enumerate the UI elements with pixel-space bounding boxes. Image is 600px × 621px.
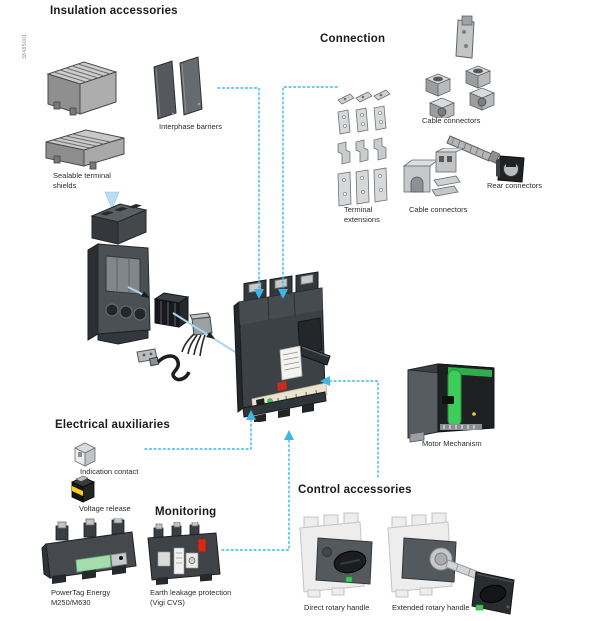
label-motor-mechanism: Motor Mechanism [422, 439, 482, 448]
heading-insulation-accessories: Insulation accessories [50, 5, 178, 17]
terminal-extensions-image [337, 89, 391, 207]
row-bent-pieces [337, 137, 387, 165]
row-long-plates [337, 167, 388, 207]
lug-cubes [424, 65, 496, 118]
cable-part [148, 354, 191, 382]
heading-electrical-auxiliaries: Electrical auxiliaries [55, 419, 170, 431]
label-interphase-barriers: Interphase barriers [159, 122, 222, 131]
label-earth-leakage-protection: Earth leakage protection (Vigi CVS) [150, 588, 232, 607]
label-direct-rotary-handle: Direct rotary handle [304, 603, 370, 612]
label-cable-connectors-top: Cable connectors [422, 116, 481, 125]
door-plate [471, 571, 515, 615]
toggle-recess [297, 317, 323, 355]
rear-connector-clamp [496, 155, 525, 183]
insert-down-arrow-icon [104, 191, 120, 210]
wired-connector-part [181, 312, 213, 357]
powertag-energy-image [41, 518, 137, 584]
internal-accessories-exploded-image [87, 191, 244, 382]
motor-mechanism-image [407, 363, 495, 443]
label-voltage-release: Voltage release [79, 504, 131, 513]
arrow-up-icon [284, 430, 294, 440]
label-cable-connectors-mid: Cable connectors [409, 205, 468, 214]
label-terminal-extensions: Terminal extensions [344, 205, 380, 224]
heading-monitoring: Monitoring [155, 506, 217, 518]
sealable-terminal-shields-top-image [46, 61, 118, 116]
heading-connection: Connection [320, 33, 386, 45]
extended-rotary-handle-image [387, 512, 515, 615]
terminal-cover-part [90, 203, 148, 245]
rotary-knob [479, 584, 507, 604]
doc-code: 38485001 [22, 33, 28, 59]
line-monitoring-to-breaker [221, 439, 290, 551]
label-indication-contact: Indication contact [80, 467, 139, 476]
label-powertag-energy: PowerTag Energy M250/M630 [51, 588, 111, 607]
rotary-knob [333, 550, 367, 574]
cable-connectors-top-image [424, 15, 496, 118]
voltage-release-image [71, 475, 95, 503]
open-case-part [87, 243, 151, 345]
direct-rotary-handle-image [299, 512, 373, 598]
interphase-barriers-image [153, 56, 203, 120]
indication-contact-image [74, 442, 96, 467]
trip-indicator [277, 381, 287, 391]
sealable-terminal-shields-bottom-image [45, 129, 125, 170]
heading-control-accessories: Control accessories [298, 484, 412, 496]
auxiliary-module-part [153, 292, 190, 328]
powertag-terminals [55, 518, 125, 541]
main-circuit-breaker-image [233, 271, 331, 422]
rating-label [279, 345, 303, 381]
label-extended-rotary-handle: Extended rotary handle [392, 603, 470, 612]
label-sealable-terminal-shields: Sealable terminal shields [53, 171, 111, 190]
cable-connectors-mid-image [402, 148, 465, 197]
row-plates [337, 105, 387, 135]
vigi-cvs-image [147, 522, 221, 585]
line-connection-to-breaker [282, 86, 338, 290]
rear-connectors-image [446, 135, 525, 183]
label-rear-connectors: Rear connectors [487, 181, 543, 190]
